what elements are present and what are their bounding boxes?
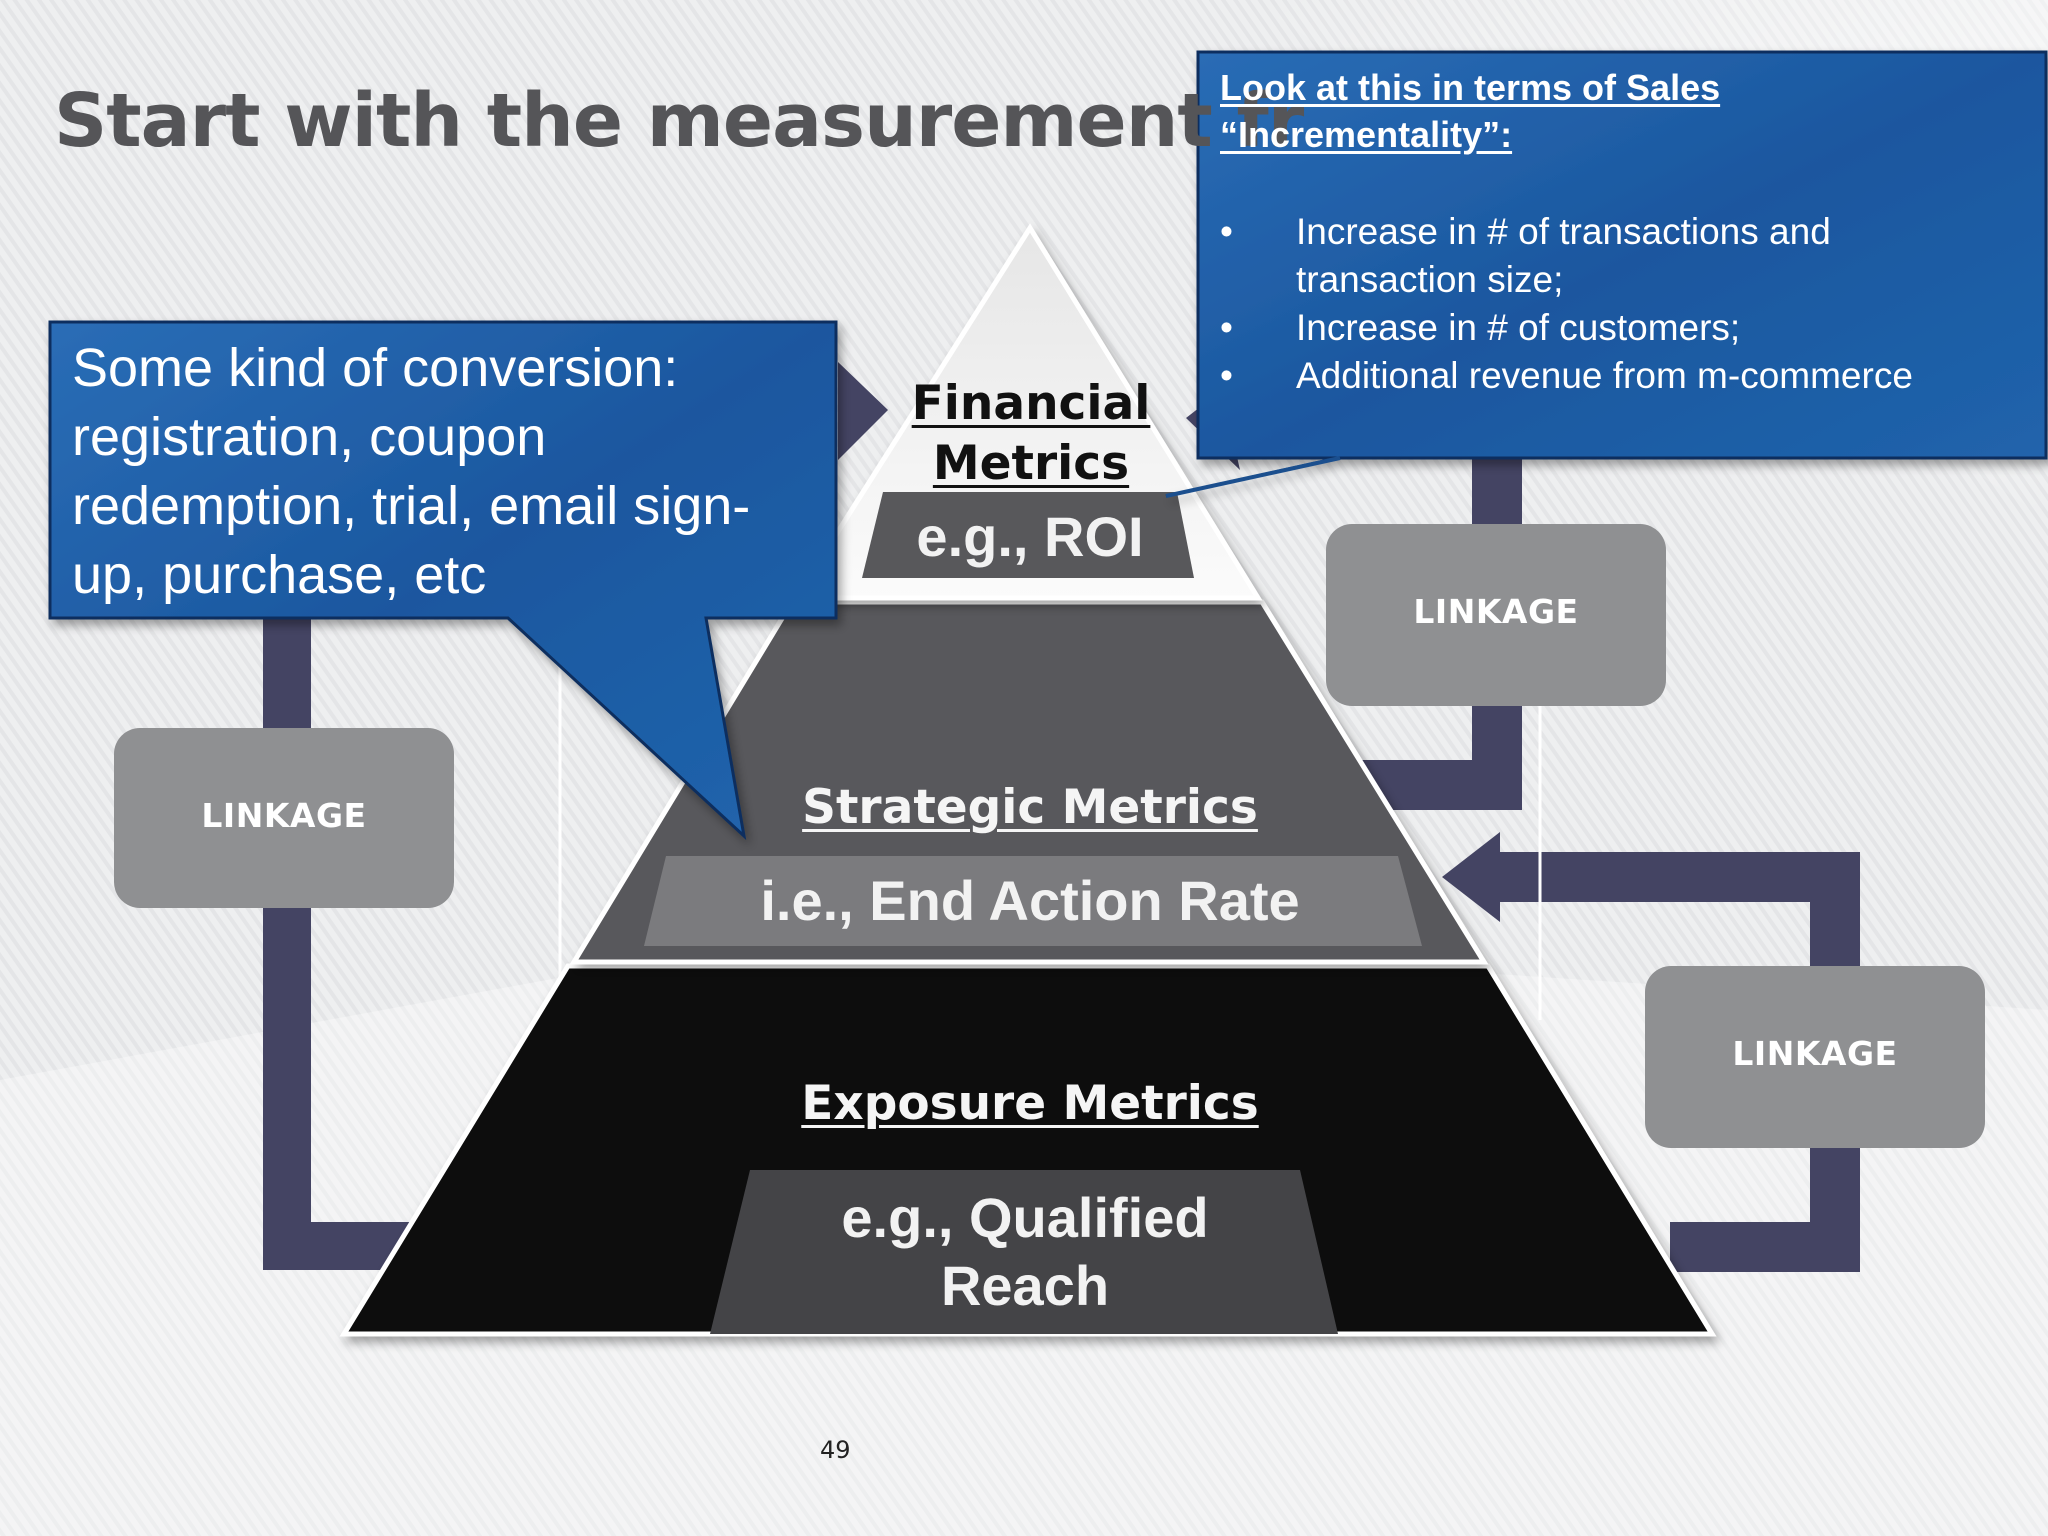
- linkage-box-right-upper: [1326, 524, 1666, 706]
- bullet-icon: •: [1220, 211, 1233, 252]
- bullet-text: Additional revenue from m-commerce: [1296, 355, 1913, 396]
- tier-exposure-title: Exposure Metrics: [801, 1076, 1259, 1131]
- callout-right-pointer: [1165, 456, 1341, 498]
- tier-strategic-subtitle: i.e., End Action Rate: [760, 869, 1300, 932]
- bullet-icon: •: [1220, 355, 1233, 396]
- linkage-box-right-lower: [1645, 966, 1985, 1148]
- bullet-item: • Increase in # of transactions and trans…: [1220, 208, 2020, 304]
- pyramid: [339, 223, 1717, 1337]
- page-number: 49: [820, 1436, 851, 1464]
- tier-exposure-subtitle: e.g., Qualified Reach: [841, 1186, 1209, 1317]
- callout-right-heading: Look at this in terms of Sales “Incremen…: [1220, 67, 1721, 155]
- left-connector: [263, 600, 423, 1270]
- callout-left-text: Some kind of conversion: registration, c…: [72, 338, 751, 605]
- tier-strategic-sublabel-box: [644, 856, 1422, 946]
- slide-title: Start with the measurement fr: [54, 78, 1304, 164]
- left-pointer-icon: [838, 362, 888, 460]
- tier-exposure-sublabel-box: [710, 1170, 1338, 1334]
- bullet-item: • Increase in # of customers;: [1220, 304, 2020, 352]
- bullet-icon: •: [1220, 307, 1233, 348]
- linkage-box-left: [114, 728, 454, 908]
- tier-exposure-shape: [339, 963, 1717, 1337]
- callout-left-shape: [48, 320, 838, 841]
- linkage-label-right-lower: LINKAGE: [1732, 1034, 1898, 1073]
- tier-financial-title: Financial Metrics: [911, 376, 1151, 491]
- bullet-text: Increase in # of customers;: [1296, 307, 1741, 348]
- arrow-head-icon: [1442, 832, 1500, 922]
- right-lower-connector: [1442, 832, 1860, 1272]
- bullet-text: Increase in # of transactions and transa…: [1296, 211, 1831, 300]
- linkage-label-left: LINKAGE: [201, 796, 367, 835]
- callout-right-bullets: • Increase in # of transactions and trans…: [1220, 208, 2020, 400]
- tier-strategic-title: Strategic Metrics: [802, 780, 1258, 835]
- bullet-item: • Additional revenue from m-commerce: [1220, 352, 2020, 400]
- tier-financial-sublabel-box: [862, 492, 1194, 578]
- tier-financial-subtitle: e.g., ROI: [916, 505, 1144, 568]
- linkage-label-right-upper: LINKAGE: [1413, 592, 1579, 631]
